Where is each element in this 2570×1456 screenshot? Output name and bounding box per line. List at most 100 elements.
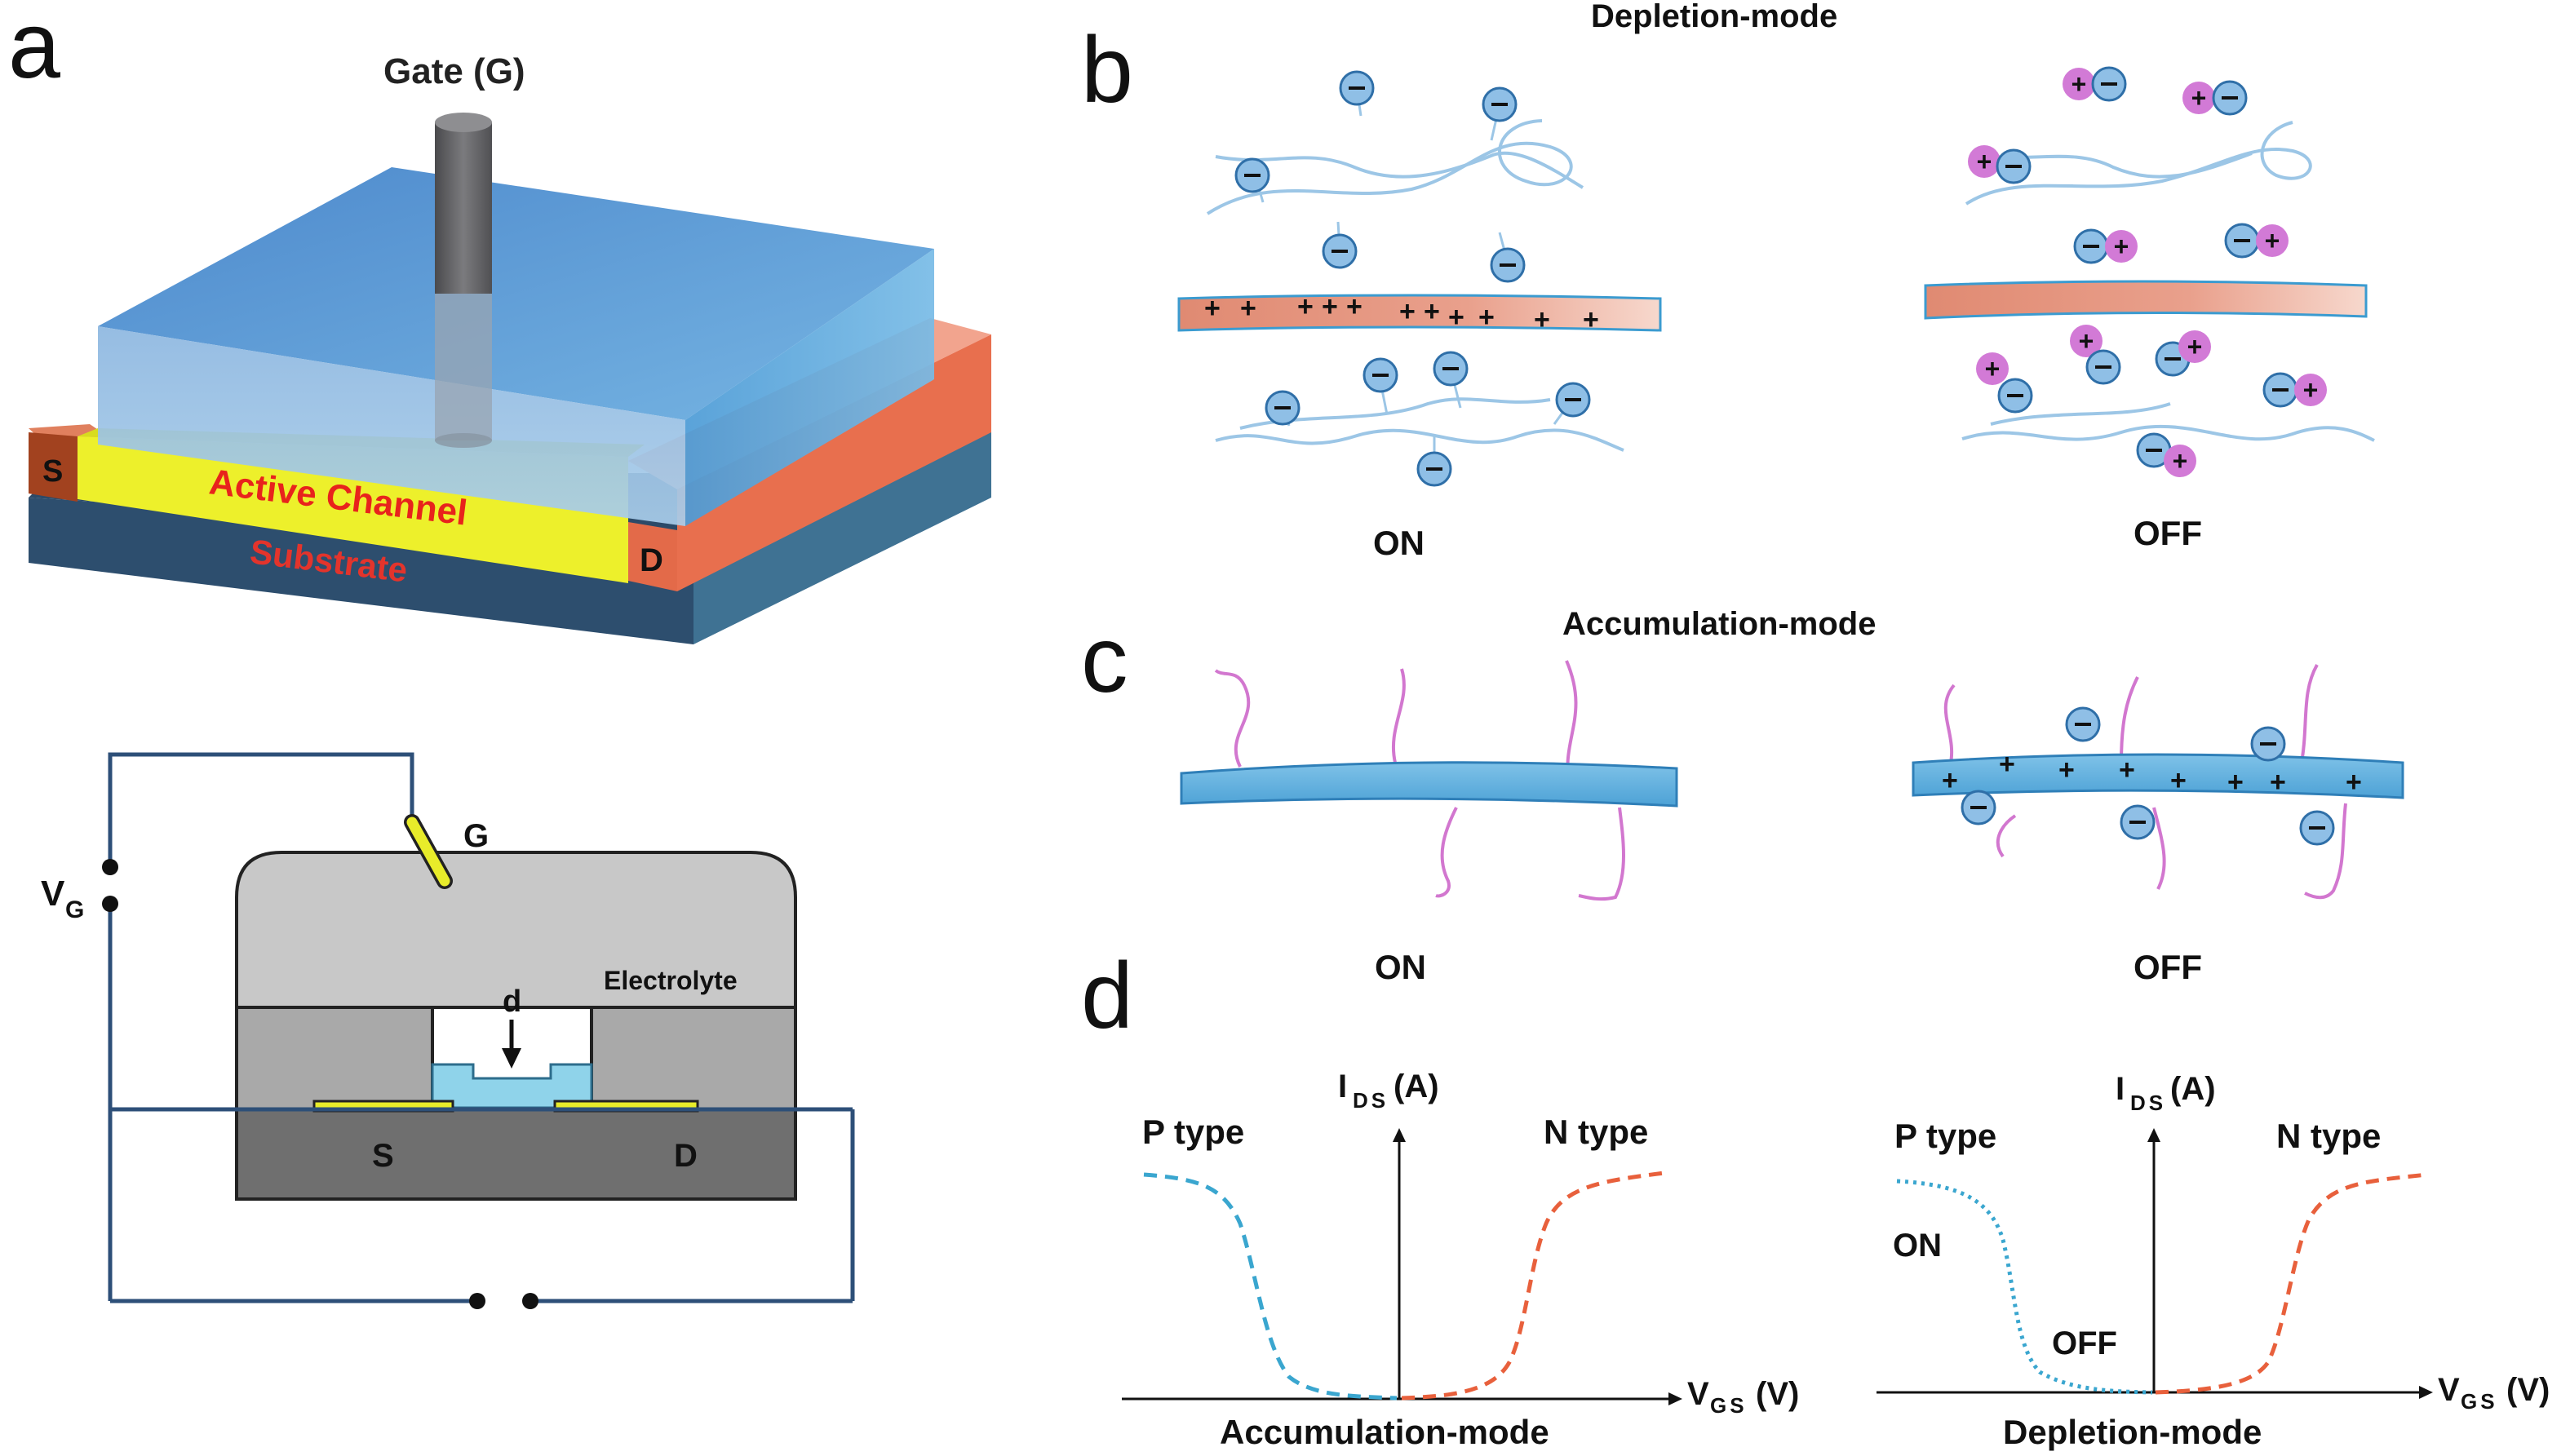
hole-charge: + <box>2227 767 2244 798</box>
channel-strip-c-off <box>1912 753 2404 799</box>
channel-strip-on <box>1177 294 1662 332</box>
gate-terminal-label: G <box>463 818 489 854</box>
vg-label-sub: G <box>65 896 84 923</box>
side-chain <box>2299 664 2319 768</box>
side-chain <box>1943 684 1956 768</box>
side-chain <box>1435 807 1458 898</box>
hole-charge: + <box>1297 291 1314 322</box>
plus-sign: + <box>2072 69 2087 99</box>
drain-label: D <box>640 542 663 578</box>
n-type-label: N type <box>2276 1117 2381 1155</box>
electrolyte-front <box>98 326 685 526</box>
panel-d-right: I DS (A) V GS (V) P type N type ON OFF D… <box>1877 1071 2550 1451</box>
drain-side <box>677 334 991 591</box>
cation <box>2063 68 2095 100</box>
circuit-source-label: S <box>372 1138 394 1174</box>
cation <box>2070 325 2103 357</box>
hole-charge: + <box>1322 291 1338 322</box>
cation <box>2164 445 2196 477</box>
x-axis-arrow <box>2419 1386 2433 1399</box>
cation <box>2105 230 2138 263</box>
gate-pillar-top <box>435 113 492 132</box>
n-type-label: N type <box>1544 1113 1648 1151</box>
electrolyte-label: Electrolyte <box>604 966 738 995</box>
hole-charge: + <box>1204 293 1221 324</box>
cation <box>1968 145 2001 178</box>
hole-charge: + <box>1534 304 1550 335</box>
side-chain <box>1391 668 1406 763</box>
hole-charge: + <box>2119 755 2135 786</box>
y-axis-label-sub: DS <box>1353 1088 1389 1113</box>
plus-sign: + <box>2187 332 2203 361</box>
anions-on <box>1234 70 1591 487</box>
encapsulation-left <box>235 1006 434 1111</box>
x-axis-unit: (V) <box>2506 1372 2550 1408</box>
gate-electrode-fill <box>406 817 450 887</box>
y-axis-arrow <box>1393 1128 1406 1142</box>
y-axis-label: I <box>1338 1069 1347 1104</box>
device-3d: Gate (G) S D Active Channel Substrate <box>29 51 991 644</box>
thickness-label: d <box>503 985 521 1019</box>
side-chain <box>2152 807 2166 890</box>
x-axis-label: V <box>1687 1376 1709 1412</box>
depletion-caption: Depletion-mode <box>2003 1413 2262 1451</box>
vds-terminal-left <box>469 1293 485 1309</box>
channel-strip-c-on <box>1180 761 1678 808</box>
hole-charge: + <box>1478 302 1495 333</box>
circuit-diagram: V G G Electrolyte d S D <box>41 752 855 1309</box>
polymer-chain <box>1206 119 1573 215</box>
hole-charge: + <box>2270 767 2286 798</box>
polymer-chain <box>1215 151 1584 189</box>
plus-sign: + <box>2191 83 2207 113</box>
hole-charge: + <box>1999 749 2015 780</box>
side-chain <box>2120 676 2139 763</box>
hole-charge: + <box>1424 296 1440 327</box>
accumulation-off-label: OFF <box>2134 948 2202 986</box>
hole-charge: + <box>2346 767 2362 798</box>
depletion-off-label: OFF <box>2134 514 2202 552</box>
cation <box>2178 330 2211 363</box>
hole-charge: + <box>1448 302 1464 333</box>
gate-wire <box>108 752 414 865</box>
hole-charge: + <box>2058 755 2075 786</box>
x-axis-label-sub: GS <box>2461 1389 2498 1414</box>
circuit-substrate <box>235 1108 797 1201</box>
polymer-chain <box>1965 121 2312 206</box>
x-axis-arrow <box>1668 1392 1682 1405</box>
depletion-title: Depletion-mode <box>1591 0 1837 34</box>
y-axis-label-sub: DS <box>2130 1091 2166 1115</box>
thickness-arrowhead <box>502 1048 521 1069</box>
panel-label-d: d <box>1081 944 1133 1048</box>
cation <box>2256 224 2289 257</box>
x-axis-unit: (V) <box>1756 1376 1799 1412</box>
panel-label-c: c <box>1081 608 1128 712</box>
y-axis-arrow <box>2147 1128 2160 1142</box>
hole-charge: + <box>2170 765 2187 796</box>
plus-sign: + <box>2173 446 2188 476</box>
cation <box>2294 374 2327 406</box>
hole-charge: + <box>1399 296 1416 327</box>
panel-d-left: I DS (A) V GS (V) P type N type Accumula… <box>1122 1069 1799 1451</box>
cation <box>1976 352 2009 385</box>
y-axis-label: I <box>2116 1071 2125 1107</box>
plus-sign: + <box>2079 326 2094 356</box>
accumulation-on-label: ON <box>1375 948 1426 986</box>
p-type-label: P type <box>1142 1113 1244 1151</box>
source-front <box>29 432 78 502</box>
polymer-chain <box>1990 402 2171 426</box>
hole-charge: + <box>1942 765 1958 796</box>
vg-label: V <box>41 874 65 914</box>
vg-terminal-top <box>102 859 118 875</box>
panel-c: Accumulation-mode ON + + + + + + <box>1180 606 2404 986</box>
electrolyte-top <box>98 167 934 420</box>
gate-pillar-bottom <box>435 433 492 448</box>
electrolyte-side <box>685 249 934 526</box>
circuit-drain-label: D <box>674 1138 698 1174</box>
x-axis-label: V <box>2438 1372 2460 1408</box>
plus-sign: + <box>2265 226 2280 255</box>
panel-b: Depletion-mode + + + + + + + <box>1177 0 2375 562</box>
side-chain <box>2304 803 2347 900</box>
channel-strip-off <box>1924 280 2368 320</box>
source-label: S <box>42 454 63 489</box>
vds-terminal-right <box>522 1293 538 1309</box>
